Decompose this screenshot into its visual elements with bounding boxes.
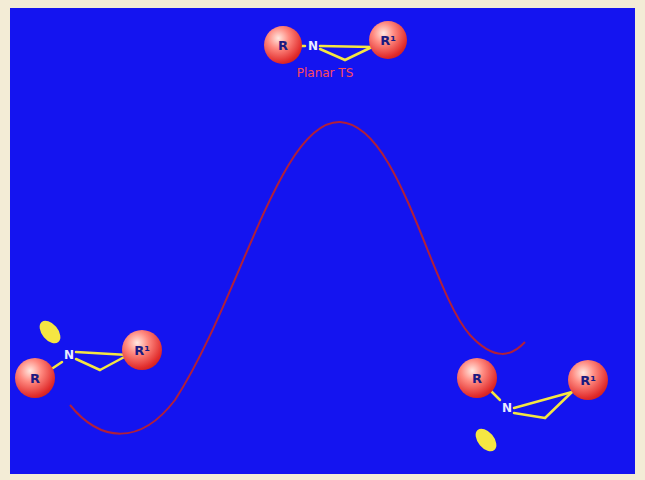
substituent-sphere: R (457, 358, 497, 398)
aziridine-bonds (50, 46, 572, 418)
substituent-label: R (278, 38, 288, 53)
lone-pairs (36, 317, 501, 455)
transition-state-label: Planar TS (297, 66, 354, 80)
substituent-label: R¹ (580, 373, 596, 388)
atom-label: N (502, 401, 512, 415)
substituent-label: R¹ (134, 343, 150, 358)
substituent-label: R (472, 371, 482, 386)
substituent-sphere: R (15, 358, 55, 398)
energy-curve (70, 122, 525, 434)
substituent-sphere: R¹ (568, 360, 608, 400)
substituent-sphere: R¹ (122, 330, 162, 370)
substituent-label: R¹ (380, 33, 396, 48)
atom-label: N (64, 348, 74, 362)
substituent-sphere: R¹ (369, 21, 407, 59)
substituent-sphere: R (264, 26, 302, 64)
substituent-label: R (30, 371, 40, 386)
atom-label: N (308, 39, 318, 53)
